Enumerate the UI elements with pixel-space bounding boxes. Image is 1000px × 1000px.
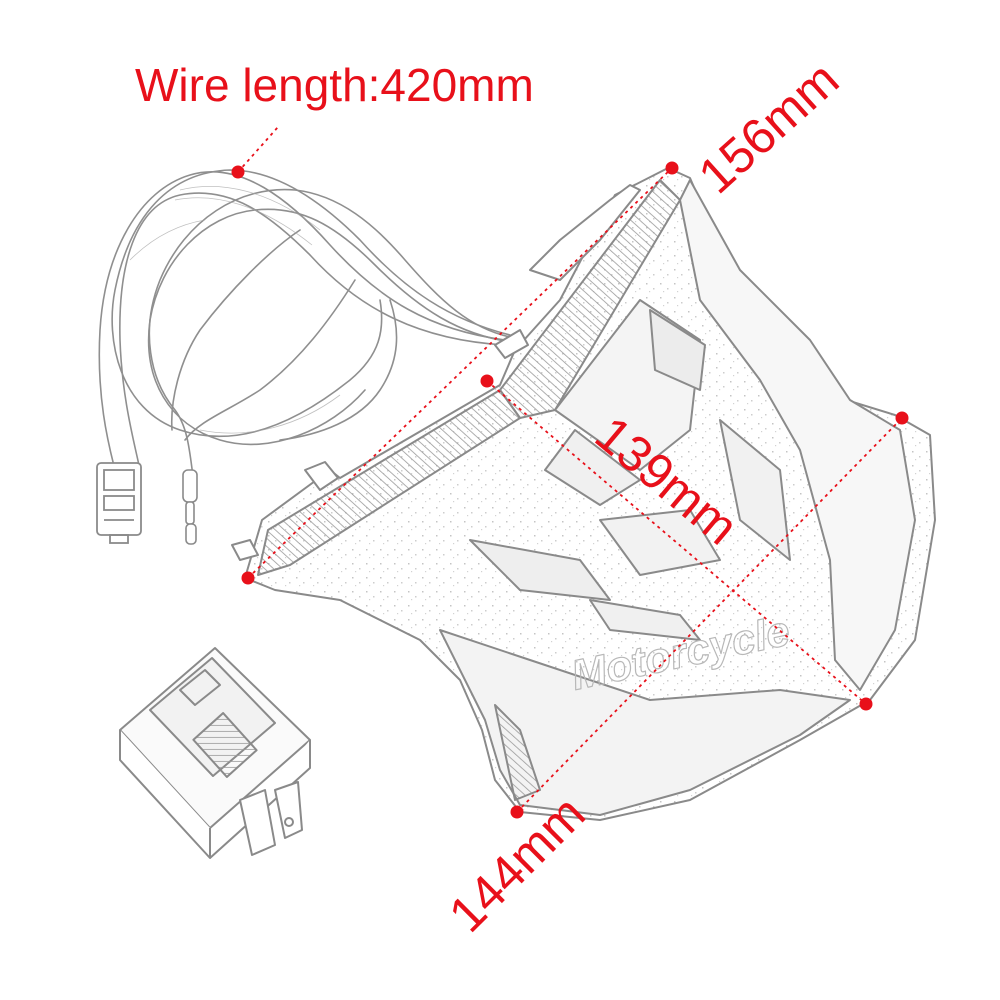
- point-left: [241, 571, 255, 585]
- point-bottom: [510, 805, 524, 819]
- dimension-label-156: 156mm: [688, 51, 849, 204]
- wire-bundle-texture: [129, 185, 341, 434]
- connector-plug: [96, 462, 142, 544]
- tail-light-body: Motorcycle: [231, 167, 936, 821]
- wire-length-label: Wire length:420mm: [135, 59, 534, 111]
- flasher-relay: [119, 647, 311, 859]
- dim-line-156: [247, 167, 673, 579]
- dimension-points: [231, 161, 909, 819]
- point-right: [895, 411, 909, 425]
- bullet-terminals: [182, 469, 198, 545]
- point-middle: [480, 374, 494, 388]
- wire-harness: [98, 169, 516, 491]
- wire-point: [231, 165, 245, 179]
- dim-line-139: [486, 380, 867, 705]
- dimension-lines: [237, 126, 903, 813]
- dim-line-144: [516, 417, 903, 813]
- wire-leader-line: [237, 126, 279, 173]
- point-top: [665, 161, 679, 175]
- point-lower-right: [859, 697, 873, 711]
